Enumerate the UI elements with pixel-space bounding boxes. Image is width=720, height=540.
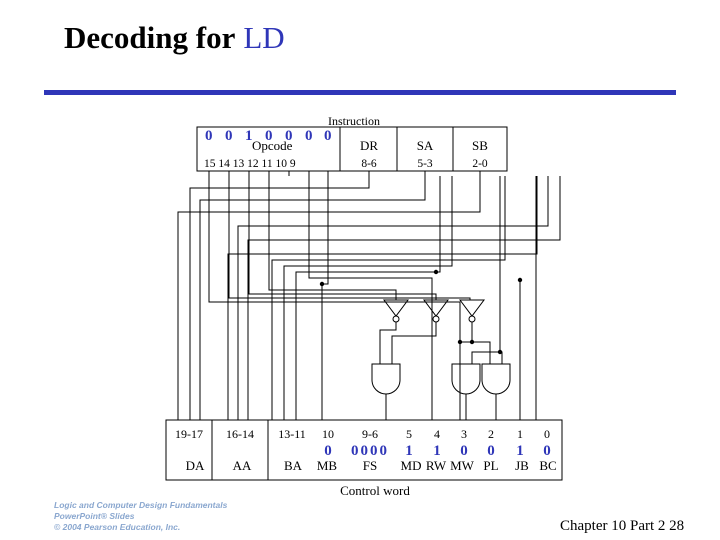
cw-bits-md: 5 (406, 427, 412, 441)
control-word-label: Control word (340, 483, 410, 498)
sb-field-label: SB (472, 138, 488, 153)
cw-value-mw: 0 (460, 443, 468, 459)
sb-to-ba-wire-3 (271, 176, 506, 420)
inverter-3 (459, 299, 485, 317)
cw-name-md: MD (401, 458, 422, 473)
cw-name-da: DA (186, 458, 205, 473)
opcode-to-mb-wire (321, 176, 329, 420)
opcode-bit-13: 1 (245, 128, 253, 144)
slide-footer: Chapter 10 Part 2 28 (560, 518, 685, 534)
instruction-register (196, 126, 508, 172)
inverter-2-bubble (432, 315, 440, 323)
cw-name-fs: FS (363, 458, 377, 473)
cw-name-mb: MB (317, 458, 338, 473)
cw-bits-ba: 13-11 (278, 427, 306, 441)
cw-bits-da: 19-17 (175, 427, 203, 441)
sa-to-aa-wire-3 (227, 176, 538, 420)
inverter-1-bubble (392, 315, 400, 323)
cw-name-ba: BA (284, 458, 303, 473)
title-rule (44, 90, 676, 95)
opcode-bit-11: 0 (285, 128, 293, 144)
opcode-to-inverter-2 (248, 176, 437, 300)
dr-to-da-wire-2 (199, 176, 426, 420)
cw-value-jb: 1 (516, 443, 524, 459)
opcode-bit10-wire (308, 176, 433, 420)
cw-bits-mb: 10 (322, 427, 334, 441)
inverter-1 (383, 299, 409, 317)
cw-value-pl: 0 (487, 443, 495, 459)
sa-to-aa-wire (237, 176, 549, 420)
opcode-bit-10: 0 (305, 128, 313, 144)
cw-bits-mw: 3 (461, 427, 467, 441)
and-gate-3 (481, 363, 511, 395)
logo-line-2: PowerPoint® Slides (54, 511, 135, 521)
cw-value-rw: 1 (433, 443, 441, 459)
cw-bits-aa: 16-14 (226, 427, 254, 441)
title-prefix: Decoding for (64, 20, 236, 55)
logo-line-1: Logic and Computer Design Fundamentals (54, 500, 228, 510)
cw-bits-jb: 1 (517, 427, 523, 441)
sb-to-ba-wire-2 (295, 176, 441, 420)
sb-to-ba-wire (283, 176, 453, 420)
cw-bits-rw: 4 (434, 427, 440, 441)
sb-bit-range: 2-0 (472, 158, 488, 170)
dr-bit-range: 8-6 (361, 158, 377, 170)
control-word-register (165, 419, 563, 481)
and-gate-1 (371, 363, 401, 395)
cw-value-md: 1 (405, 443, 413, 459)
opcode-bit-9: 0 (324, 128, 332, 144)
cw-name-mw: MW (450, 458, 475, 473)
publisher-logo: Logic and Computer Design Fundamentals P… (54, 500, 227, 533)
opcode-bit-14: 0 (225, 128, 233, 144)
instruction-label: Instruction (328, 114, 380, 128)
opcode-bit-12: 0 (265, 128, 273, 144)
dr-to-da-wire (189, 176, 370, 420)
cw-name-pl: PL (483, 458, 498, 473)
title-highlight: LD (243, 20, 285, 55)
cw-value-fs: 0000 (351, 443, 389, 459)
opcode-to-inverter-1 (268, 176, 397, 300)
cw-bits-fs: 9-6 (362, 427, 378, 441)
inverter-3-bubble (468, 315, 476, 323)
sa-bit-range: 5-3 (417, 158, 433, 170)
cw-name-aa: AA (233, 458, 252, 473)
opcode-bit-15: 0 (205, 128, 213, 144)
cw-bits-pl: 2 (488, 427, 494, 441)
and-gate-2 (451, 363, 481, 395)
sa-to-aa-wire-2 (247, 176, 561, 420)
inverter-2 (423, 299, 449, 317)
cw-name-jb: JB (515, 458, 529, 473)
sa-field-label: SA (417, 138, 434, 153)
cw-bits-bc: 0 (544, 427, 550, 441)
cw-name-bc: BC (539, 458, 556, 473)
cw-value-bc: 0 (543, 443, 551, 459)
cw-name-rw: RW (426, 458, 447, 473)
cw-value-mb: 0 (324, 443, 332, 459)
dr-field-label: DR (360, 138, 378, 153)
opcode-to-inverter-3 (228, 176, 471, 300)
dr-to-da-wire-3 (177, 176, 481, 420)
logo-line-3: © 2004 Pearson Education, Inc. (54, 522, 181, 532)
opcode-label: Opcode (252, 138, 293, 153)
opcode-bit-numbers: 15 14 13 12 11 10 9 (204, 158, 296, 170)
